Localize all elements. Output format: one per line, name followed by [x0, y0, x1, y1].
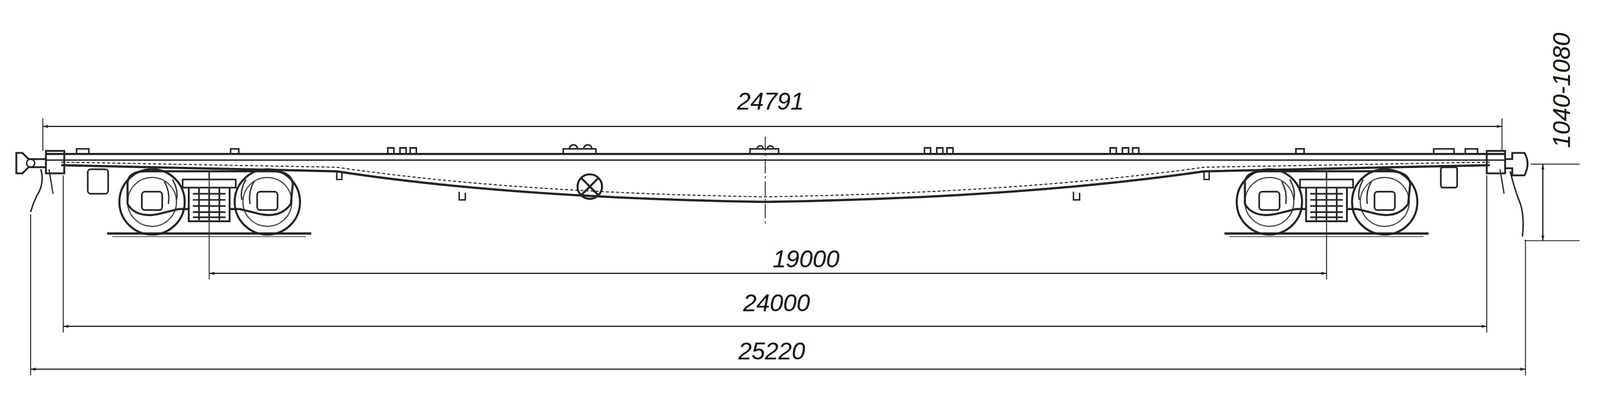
dimension-line [209, 272, 1327, 274]
extension-line [1524, 239, 1526, 376]
dimension-line [42, 125, 1502, 128]
extension-line [1524, 240, 1581, 242]
dimension-line [1542, 164, 1544, 241]
release-lever [48, 169, 53, 194]
bracket [336, 171, 1209, 200]
coupler [1504, 152, 1528, 176]
release-lever [30, 169, 43, 212]
extension-line [1501, 117, 1503, 151]
release-lever [1500, 169, 1505, 194]
brake-handwheel [581, 178, 598, 195]
dimension-text: 19000 [769, 246, 842, 271]
coupler [26, 158, 35, 168]
release-lever [1510, 171, 1523, 237]
extension-line [1530, 163, 1580, 165]
extension-line [30, 214, 32, 376]
dimension-text: 24000 [740, 290, 813, 315]
dimension-text: 24791 [734, 89, 807, 114]
dimension-line [30, 368, 1526, 370]
extension-line [1326, 171, 1328, 280]
extension-line [42, 117, 44, 151]
car-body [16, 145, 1528, 237]
extension-lines [30, 117, 1580, 376]
dimension-text: 1040-1080 [1549, 30, 1574, 150]
extension-line [208, 171, 211, 280]
dimension-line [63, 325, 1487, 327]
dimension-lines [30, 126, 1543, 369]
deck-fitting [76, 145, 1478, 155]
brake-equipment [87, 169, 109, 194]
brake-handwheel [577, 174, 602, 200]
extension-line [1486, 175, 1488, 333]
brake-equipment [1441, 167, 1458, 188]
end-beam [1486, 151, 1506, 174]
deck-line [45, 159, 1505, 161]
center-line [765, 136, 767, 227]
extension-line [62, 175, 64, 333]
deck-line [45, 152, 1505, 155]
dimension-text: 25220 [735, 338, 808, 363]
